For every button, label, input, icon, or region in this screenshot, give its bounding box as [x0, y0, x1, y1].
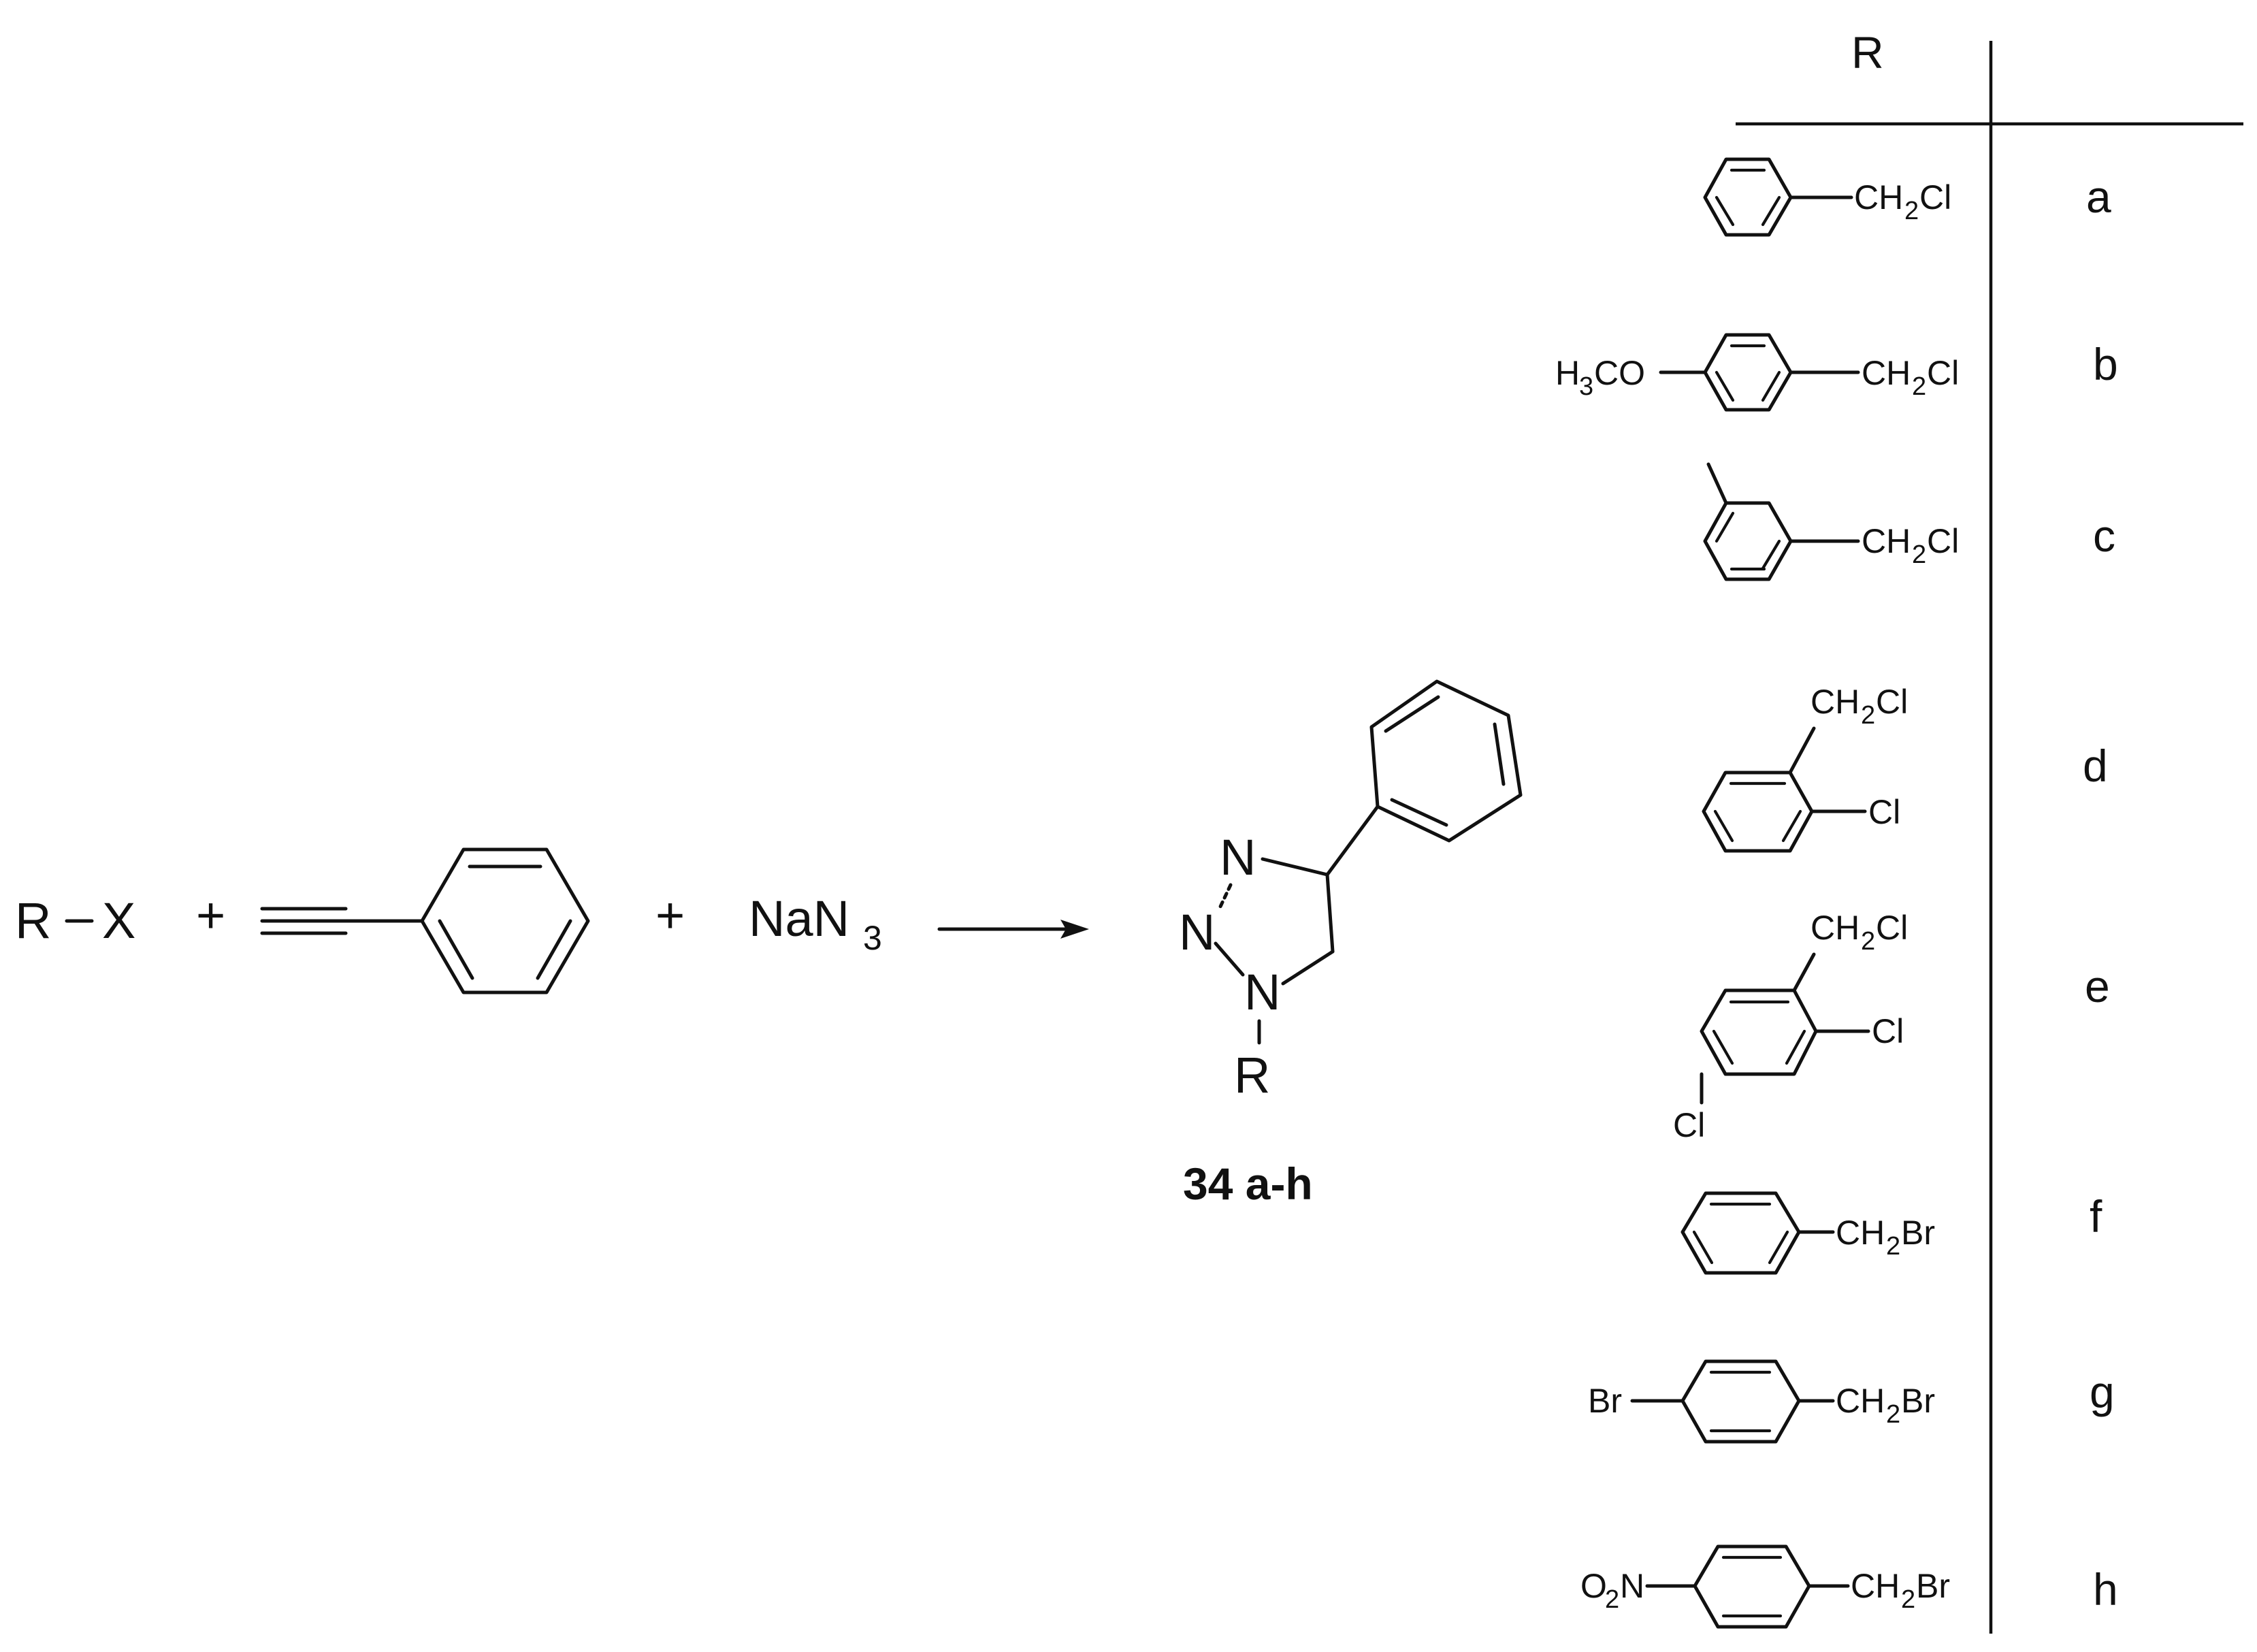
- row-e: CH 2 Cl Cl Cl e: [1673, 909, 2110, 1144]
- row-c: CH 2 Cl c: [1703, 462, 2115, 581]
- ring-double-bond: [1390, 798, 1448, 827]
- svg-text:CH: CH: [1854, 178, 1903, 216]
- ring-double-bond: [1384, 695, 1440, 733]
- product-phenyl-ring: [1369, 679, 1523, 843]
- row-d-substituent: Cl: [1868, 793, 1900, 831]
- row-c-tail: Cl: [1927, 522, 1959, 560]
- reactant-alkyl-halide: R X: [15, 892, 135, 949]
- product-n-top: N: [1220, 829, 1256, 886]
- ring-double-bond: [438, 919, 474, 980]
- row-d-id: d: [2083, 741, 2108, 791]
- row-h-substituent: O: [1580, 1567, 1607, 1605]
- ring-double-bond: [536, 919, 572, 980]
- reactant-x-label: X: [102, 892, 135, 949]
- sodium-azide: NaN 3: [749, 890, 882, 957]
- row-b-substituent-tail: CO: [1594, 354, 1645, 392]
- row-e-substituent: Cl: [1872, 1012, 1904, 1050]
- row-a: CH 2 Cl a: [1703, 157, 2111, 237]
- row-b-substituent-sub: 3: [1579, 372, 1593, 401]
- row-e-substituent-2: Cl: [1673, 1106, 1705, 1144]
- plus-sign-2: +: [655, 887, 685, 943]
- row-f-tail: Br: [1901, 1214, 1935, 1252]
- row-a-tail: Cl: [1919, 178, 1951, 216]
- phenylacetylene: [260, 847, 590, 994]
- row-b-substituent: H: [1555, 354, 1580, 392]
- row-d-tail: Cl: [1876, 683, 1908, 721]
- row-g-sub: 2: [1886, 1400, 1900, 1429]
- row-d-group: CH: [1811, 683, 1860, 721]
- table-header-r: R: [1851, 27, 1884, 78]
- row-h-tail: Br: [1916, 1567, 1950, 1605]
- ring-double-bond: [1493, 722, 1506, 786]
- row-g-id: g: [2090, 1367, 2115, 1417]
- row-h-substituent-tail: N: [1620, 1567, 1644, 1605]
- row-h: O 2 N CH 2 Br h: [1580, 1544, 2118, 1629]
- row-b: H 3 CO CH 2 Cl b: [1555, 333, 2118, 412]
- row-e-id: e: [2085, 961, 2110, 1011]
- row-c-id: c: [2093, 511, 2115, 561]
- row-b-group: CH: [1862, 354, 1911, 392]
- row-a-group: CH: [1854, 178, 1903, 216]
- product-n-middle: N: [1179, 904, 1215, 960]
- row-b-sub: 2: [1912, 372, 1926, 401]
- product-triazoline: N N N R: [1179, 679, 1523, 1103]
- row-g-tail: Br: [1901, 1382, 1935, 1420]
- row-f-id: f: [2090, 1191, 2102, 1242]
- product-n-bottom: N: [1244, 964, 1280, 1020]
- row-b-tail: Cl: [1927, 354, 1959, 392]
- row-c-sub: 2: [1912, 540, 1926, 569]
- ring-bond: [1261, 857, 1329, 877]
- row-b-id: b: [2093, 339, 2118, 389]
- row-g-substituent: Br: [1588, 1382, 1622, 1420]
- row-f-sub: 2: [1886, 1232, 1900, 1261]
- reaction-arrow: [937, 920, 1089, 939]
- row-f-group: CH: [1836, 1214, 1885, 1252]
- product-compound-label: 34 a-h: [1183, 1159, 1313, 1209]
- ring-bond: [1281, 950, 1335, 986]
- row-h-sub: 2: [1901, 1585, 1915, 1614]
- reagent-naN: NaN: [749, 890, 849, 947]
- reactant-r-label: R: [15, 892, 51, 949]
- row-g: Br CH 2 Br g: [1588, 1359, 2115, 1444]
- row-e-group: CH: [1811, 909, 1860, 947]
- row-h-group: CH: [1851, 1567, 1900, 1605]
- row-h-id: h: [2093, 1564, 2118, 1615]
- row-e-tail: Cl: [1876, 909, 1908, 947]
- row-a-id: a: [2086, 172, 2111, 222]
- plus-sign-1: +: [196, 887, 225, 943]
- row-g-group: CH: [1836, 1382, 1885, 1420]
- reagent-subscript: 3: [863, 919, 882, 957]
- row-d-sub: 2: [1861, 701, 1875, 730]
- substituent-table: R CH 2 Cl a H 3 CO CH 2 Cl: [1555, 27, 2243, 1634]
- row-c-group: CH: [1862, 522, 1911, 560]
- phenyl-ring: [420, 847, 590, 994]
- phenyl-link-bond: [1325, 805, 1380, 877]
- row-d: CH 2 Cl Cl d: [1702, 683, 2108, 853]
- row-h-substituent-sub: 2: [1605, 1585, 1619, 1614]
- product-r-label: R: [1234, 1047, 1270, 1103]
- dashed-nn-bond: [1218, 883, 1233, 910]
- ring-bond: [1325, 873, 1335, 954]
- row-e-sub: 2: [1861, 927, 1875, 956]
- row-f: CH 2 Br f: [1680, 1191, 2102, 1275]
- row-a-sub: 2: [1904, 197, 1919, 225]
- ring-bond: [1214, 941, 1245, 977]
